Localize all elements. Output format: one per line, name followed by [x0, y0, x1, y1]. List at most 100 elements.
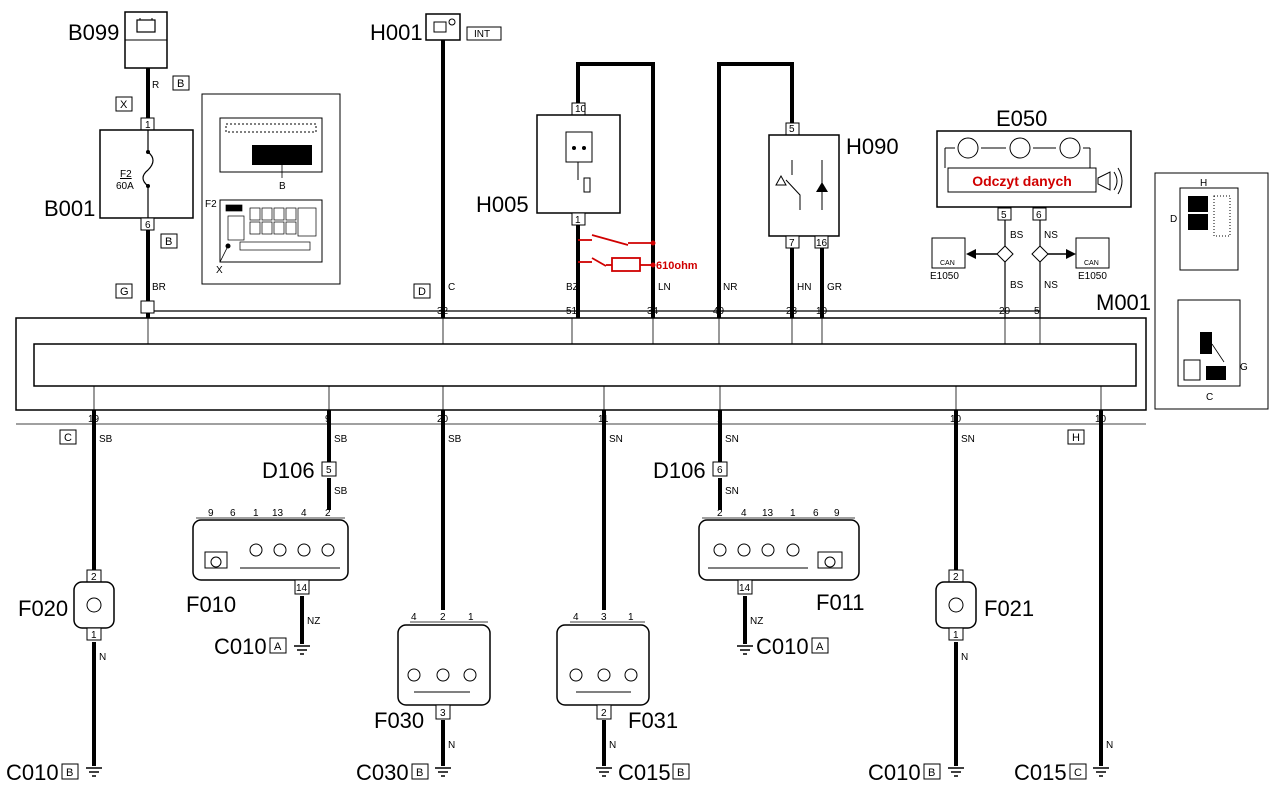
m001-pin-49: 49: [713, 306, 725, 317]
box-x: X: [120, 99, 128, 111]
inset-label-c: C: [1206, 392, 1213, 403]
f031-lamp-cluster: [556, 621, 650, 720]
b099-label: B099: [68, 20, 119, 45]
f020-pin-top: 2: [91, 572, 97, 583]
can-label-left: CAN: [940, 260, 955, 267]
box-c-ground: C: [1074, 767, 1082, 779]
bottom-wires: [92, 410, 1103, 766]
wire-sb-label-1: SB: [99, 434, 113, 445]
d106-right-label: D106: [653, 458, 706, 483]
f010-headlamp: [192, 517, 349, 595]
f031-pin-3: 3: [601, 612, 607, 623]
h090-pin-bottom-a: 7: [789, 238, 795, 249]
m001-pin-23: 23: [786, 306, 798, 317]
inset-label-f2: F2: [205, 199, 217, 210]
h090-switch: [768, 122, 840, 249]
f030-pin-2: 2: [440, 612, 446, 623]
h005-label: H005: [476, 192, 529, 217]
box-d: D: [418, 286, 426, 298]
e050-label: E050: [996, 106, 1047, 131]
f011-pin-14: 14: [739, 583, 751, 594]
f031-pin-2: 2: [601, 708, 607, 719]
resistor-value-label: 610ohm: [656, 260, 698, 272]
inset-label-b: B: [279, 181, 286, 192]
wire-n-label-2: N: [448, 740, 455, 751]
h001-int-tag: INT: [474, 29, 490, 40]
f031-label: F031: [628, 708, 678, 733]
ground-c010-b-right: C010: [868, 760, 921, 785]
m001-pin-10-top: 10: [816, 306, 828, 317]
h090-pin-top: 5: [789, 124, 795, 135]
f021-pin-bottom: 1: [953, 630, 959, 641]
box-h: H: [1072, 432, 1080, 444]
wire-c-label: C: [448, 282, 455, 293]
box-a-ground-1: A: [274, 641, 282, 653]
wire-nz-label-2: NZ: [750, 616, 763, 627]
ground-c010-b-left: C010: [6, 760, 59, 785]
inset-label-d: D: [1170, 214, 1177, 225]
f030-pin-4: 4: [411, 612, 417, 623]
inset-label-g: G: [1240, 362, 1248, 373]
box-a-ground-2: A: [816, 641, 824, 653]
f010-pin-14: 14: [296, 583, 308, 594]
b001-fuse-box: [99, 117, 194, 231]
wire-r-label: R: [152, 80, 159, 91]
wire-ns-label-a: NS: [1044, 230, 1058, 241]
wire-sb-label-2: SB: [334, 434, 348, 445]
m001-pin-32: 32: [437, 306, 449, 317]
h001-ignition: [425, 13, 461, 41]
b001-pin-out: 6: [145, 220, 151, 231]
box-g: G: [120, 286, 129, 298]
m001-pin-34: 34: [647, 306, 659, 317]
box-b-ground-1: B: [66, 767, 73, 779]
f011-pin-2: 2: [717, 508, 723, 519]
fuse-name: F2: [120, 169, 132, 180]
f010-label: F010: [186, 592, 236, 617]
f020-pin-bottom: 1: [91, 630, 97, 641]
wire-sn-label-3: SN: [725, 486, 739, 497]
e050-pin-b: 6: [1036, 210, 1042, 221]
ground-c030-b: C030: [356, 760, 409, 785]
wire-ns-label-b: NS: [1044, 280, 1058, 291]
e050-banner: Odczyt danych: [972, 173, 1072, 189]
b099-battery: [124, 11, 168, 69]
d106-left-pin: 5: [326, 465, 332, 476]
box-b-mid: B: [165, 236, 172, 248]
f010-pin-4: 4: [301, 508, 307, 519]
box-c: C: [64, 432, 72, 444]
box-b-ground-3: B: [677, 767, 684, 779]
wire-ln-label: LN: [658, 282, 671, 293]
wire-n-label-1: N: [99, 652, 106, 663]
f010-pin-1: 1: [253, 508, 259, 519]
b001-label: B001: [44, 196, 95, 221]
wire-gr-label: GR: [827, 282, 842, 293]
wire-sn-label-1: SN: [609, 434, 623, 445]
f011-headlamp: [698, 517, 860, 595]
box-b-ground-4: B: [928, 767, 935, 779]
f011-pin-1: 1: [790, 508, 796, 519]
fuse-rating: 60A: [116, 181, 134, 192]
wire-bs-label-b: BS: [1010, 280, 1024, 291]
h005-pin-bottom: 1: [575, 215, 581, 226]
f030-label: F030: [374, 708, 424, 733]
f020-label: F020: [18, 596, 68, 621]
e1050-right-label: E1050: [1078, 271, 1107, 282]
m001-module: [15, 300, 1147, 411]
h090-label: H090: [846, 134, 899, 159]
wire-nr-label: NR: [723, 282, 737, 293]
f010-pin-9: 9: [208, 508, 214, 519]
can-label-right: CAN: [1084, 260, 1099, 267]
wire-sb-label-4: SB: [448, 434, 462, 445]
f021-pin-top: 2: [953, 572, 959, 583]
top-wires: [146, 40, 824, 318]
m001-pin-20-top: 20: [999, 306, 1011, 317]
f030-lamp-cluster: [397, 621, 491, 720]
ground-c015-c: C015: [1014, 760, 1067, 785]
wire-hn-label: HN: [797, 282, 811, 293]
f021-label: F021: [984, 596, 1034, 621]
f011-pin-6: 6: [813, 508, 819, 519]
wire-nz-label-1: NZ: [307, 616, 320, 627]
wire-sn-label-4: SN: [961, 434, 975, 445]
wire-bs-label-a: BS: [1010, 230, 1024, 241]
